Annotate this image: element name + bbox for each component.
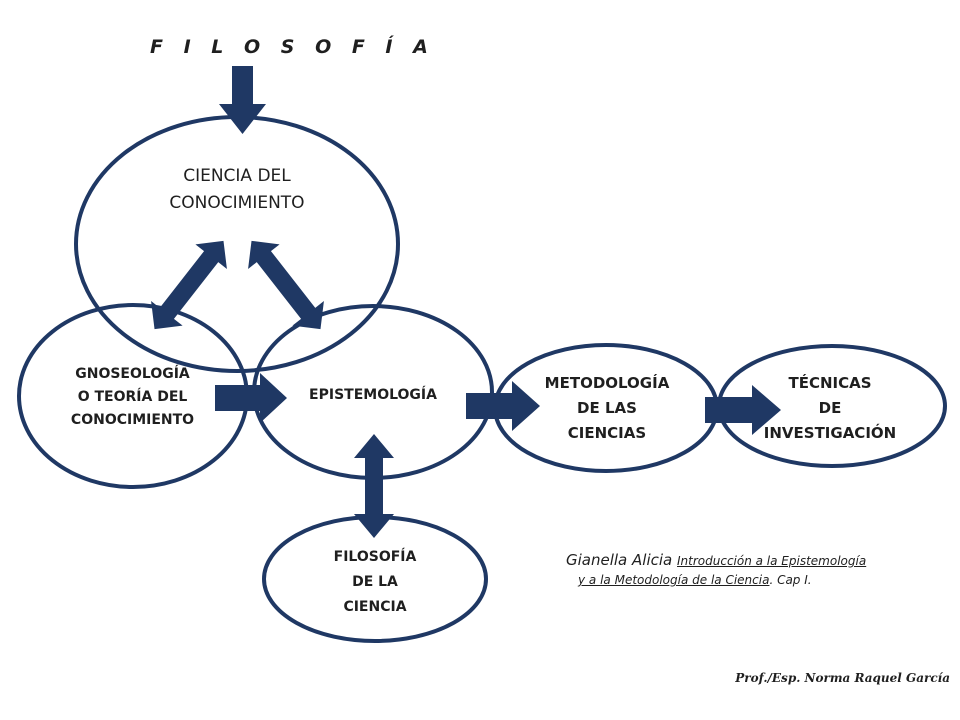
node-tecnicas-line1: TÉCNICAS (788, 373, 872, 392)
node-tecnicas-label: TÉCNICAS DE INVESTIGACIÓN (750, 370, 910, 446)
node-gnoseologia-line3: CONOCIMIENTO (70, 411, 195, 428)
citation-title-part2: y a la Metodología de la Ciencia (578, 573, 770, 587)
node-epistemologia-label: EPISTEMOLOGÍA (288, 383, 458, 407)
author-signature: Prof./Esp. Norma Raquel García (735, 671, 950, 685)
node-filosofia-ciencia-line3: CIENCIA (343, 598, 407, 615)
node-tecnicas-line3: INVESTIGACIÓN (763, 423, 897, 442)
arrow-right-metodologia-tecnicas (705, 385, 781, 435)
node-ciencia-conocimiento-line2: CONOCIMIENTO (169, 193, 305, 213)
arrow-down-filosofia (219, 66, 266, 134)
arrow-right-epistemologia-metodologia (466, 381, 540, 431)
node-ciencia-conocimiento-shape (74, 115, 400, 373)
node-gnoseologia-line1: GNOSEOLOGÍA (75, 365, 190, 382)
node-epistemologia-line1: EPISTEMOLOGÍA (309, 387, 437, 403)
node-metodologia-line1: METODOLOGÍA (544, 373, 670, 392)
node-ciencia-conocimiento-label: CIENCIA DEL CONOCIMIENTO (137, 160, 337, 220)
arrow-double-ciencia-epistemologia (248, 240, 324, 330)
arrow-right-gnoseologia-epistemologia (215, 373, 287, 423)
citation-suffix: . Cap I. (769, 573, 812, 587)
node-metodologia-line2: DE LAS (577, 398, 637, 417)
citation-author: Gianella Alicia (566, 551, 673, 569)
citation-title-part1: Introducción a la Epistemología (677, 554, 867, 568)
node-metodologia-label: METODOLOGÍA DE LAS CIENCIAS (527, 370, 687, 446)
node-gnoseologia-line2: O TEORÍA DEL (77, 388, 188, 405)
title-filosofia: F I L O S O F Í A (150, 36, 435, 58)
node-filosofia-ciencia-label: FILOSOFÍA DE LA CIENCIA (305, 544, 445, 620)
arrow-double-ciencia-gnoseologia (151, 240, 227, 330)
node-gnoseologia-label: GNOSEOLOGÍA O TEORÍA DEL CONOCIMIENTO (45, 360, 220, 434)
node-filosofia-ciencia-line1: FILOSOFÍA (333, 548, 417, 565)
node-tecnicas-line2: DE (818, 398, 842, 417)
arrow-double-epistemologia-filosofia-ciencia (354, 434, 394, 538)
node-ciencia-conocimiento-line1: CIENCIA DEL (183, 166, 291, 186)
citation: Gianella Alicia Introducción a la Episte… (566, 551, 926, 587)
node-filosofia-ciencia-line2: DE LA (352, 573, 398, 590)
node-metodologia-line3: CIENCIAS (567, 423, 647, 442)
